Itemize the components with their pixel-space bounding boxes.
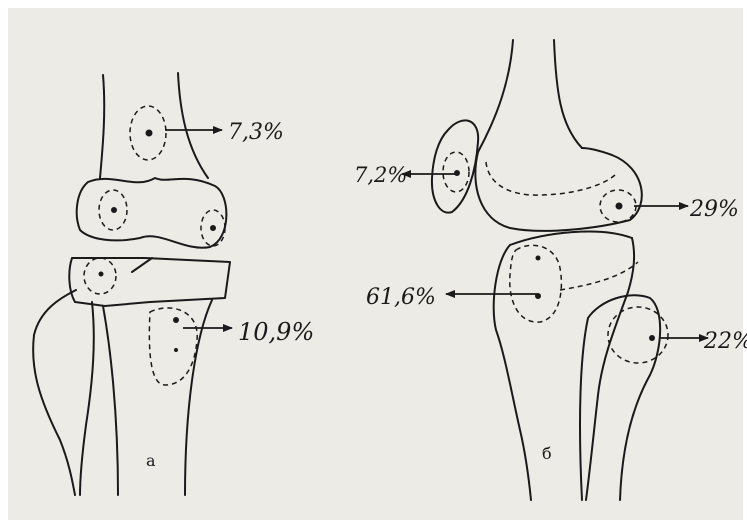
label-tibia-metaphysis: 10,9%	[238, 318, 314, 346]
panel-label-a: а	[146, 451, 156, 470]
label-femoral-condyle: 29%	[689, 197, 739, 222]
label-femur-metaphysis: 7,3%	[228, 120, 284, 145]
label-tibial-plateau: 61,6%	[366, 285, 436, 310]
panel-label-b: б	[542, 444, 552, 463]
label-patella: 7,2%	[354, 163, 407, 187]
label-fibula-head: 22%	[703, 329, 747, 354]
